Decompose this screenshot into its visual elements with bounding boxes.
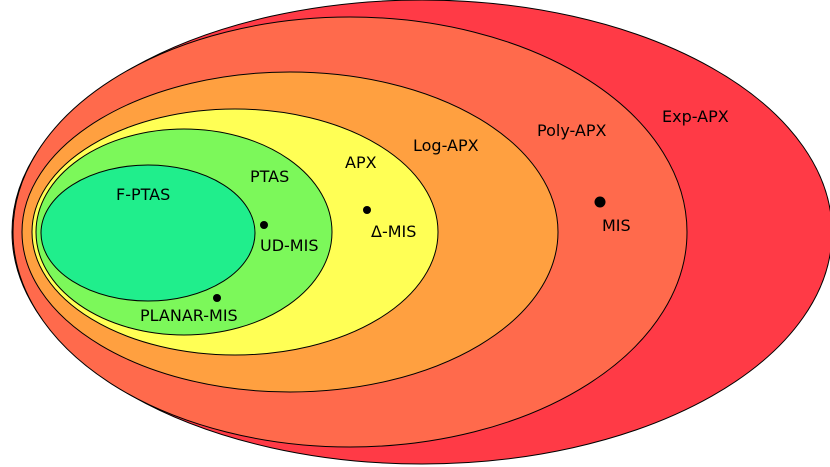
label-ud-mis: UD-MIS — [260, 236, 318, 255]
label-mis: MIS — [602, 216, 631, 235]
point-delta-mis — [363, 206, 371, 214]
point-mis — [594, 196, 606, 208]
label-apx: APX — [345, 153, 377, 172]
region-f-ptas — [40, 164, 256, 302]
label-exp-apx: Exp-APX — [662, 107, 729, 126]
point-ud-mis — [260, 221, 268, 229]
label-f-ptas: F-PTAS — [116, 185, 170, 204]
point-planar-mis — [213, 294, 221, 302]
label-poly-apx: Poly-APX — [537, 121, 607, 140]
label-log-apx: Log-APX — [413, 136, 479, 155]
label-planar-mis: PLANAR-MIS — [140, 306, 238, 325]
label-ptas: PTAS — [250, 167, 289, 186]
label-delta-mis: Δ-MIS — [371, 222, 416, 241]
